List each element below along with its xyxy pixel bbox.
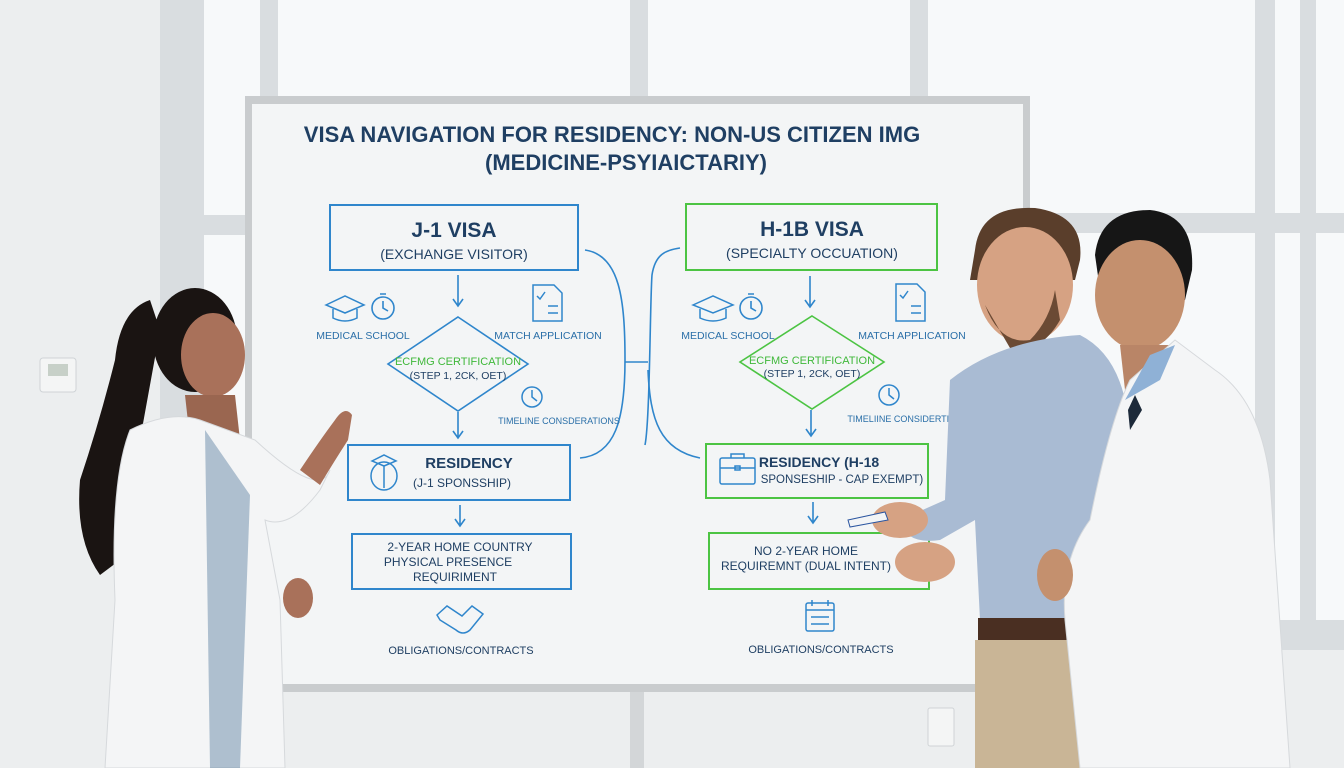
calendar-icon [805, 600, 835, 632]
j1-ecfmg-title: ECFMG CERTIFICATION [395, 356, 521, 368]
h1b-visa-title: H-1B VISA [760, 218, 864, 241]
j1-obligations-label: OBLIGATIONS/CONTRACTS [388, 645, 533, 657]
h1b-timeline-label: TIMELIINE CONSIDERTIONS [847, 414, 968, 424]
graduation-cap-icon [691, 295, 735, 322]
stopwatch-icon [371, 293, 395, 320]
h1b-residency-line2: SPONSESHIP - CAP EXEMPT) [761, 474, 924, 486]
h1b-requirement-line1: NO 2-YEAR HOME [754, 544, 858, 558]
j1-match-application-label: MATCH APPLICATION [494, 330, 602, 342]
checklist-document-icon [532, 284, 563, 322]
j1-requirement-line2: PHYSICAL PRESENCE [384, 555, 512, 569]
stopwatch-icon [739, 293, 763, 320]
j1-timeline-label: TIMELINE CONSDERATIONS [498, 416, 620, 426]
marker-icon [847, 511, 889, 528]
board-title-line2: (MEDICINE-PSYIAICTARIY) [485, 150, 767, 175]
clock-icon [878, 384, 900, 406]
h1b-requirement-line2: REQUIREMNT (DUAL INTENT) [721, 559, 891, 573]
h1b-residency-line1: RESIDENCY (H-18 [759, 454, 880, 470]
clock-icon [521, 386, 543, 408]
checklist-document-icon [895, 283, 926, 322]
j1-requirement-line3: REQUIRIMENT [413, 570, 498, 584]
briefcase-icon [719, 453, 756, 485]
handshake-icon [436, 605, 485, 634]
j1-medical-school-label: MEDICAL SCHOOL [316, 330, 410, 342]
j1-visa-subtitle: (EXCHANGE VISITOR) [380, 246, 528, 262]
board-title-line1: VISA NAVIGATION FOR RESIDENCY: NON-US CI… [304, 122, 920, 147]
j1-visa-title: J-1 VISA [411, 219, 496, 242]
j1-residency-subtitle: (J-1 SPONSSHIP) [413, 476, 511, 490]
j1-requirement-box [351, 533, 572, 590]
j1-ecfmg-subtitle: (STEP 1, 2CK, OET) [410, 370, 507, 382]
graduation-cap-icon [324, 295, 366, 322]
j1-residency-box [347, 444, 571, 501]
wall-outlet [927, 707, 955, 747]
h1b-visa-box [685, 203, 938, 271]
doctor-woman-left [79, 288, 352, 768]
h1b-obligations-label: OBLIGATIONS/CONTRACTS [748, 644, 893, 656]
doctor-man-right [1037, 210, 1291, 768]
board-stand [630, 690, 644, 768]
h1b-ecfmg-diamond [738, 315, 886, 410]
whiteboard [245, 96, 1030, 692]
h1b-residency-box [705, 443, 929, 499]
j1-residency-title: RESIDENCY [425, 455, 513, 472]
man-center-blue-shirt [847, 207, 1130, 768]
j1-visa-box [329, 204, 579, 271]
flow-connectors [452, 247, 819, 528]
h1b-match-application-label: MATCH APPLICATION [858, 330, 966, 342]
j1-ecfmg-diamond [386, 316, 530, 412]
medical-caduceus-icon [370, 454, 398, 491]
h1b-ecfmg-subtitle: (STEP 1, 2CK, OET) [764, 368, 861, 380]
j1-requirement-line1: 2-YEAR HOME COUNTRY [387, 540, 532, 554]
h1b-visa-subtitle: (SPECIALTY OCCUATION) [726, 245, 898, 261]
h1b-medical-school-label: MEDICAL SCHOOL [681, 330, 775, 342]
h1b-ecfmg-title: ECFMG CERTIFICATION [749, 355, 875, 367]
